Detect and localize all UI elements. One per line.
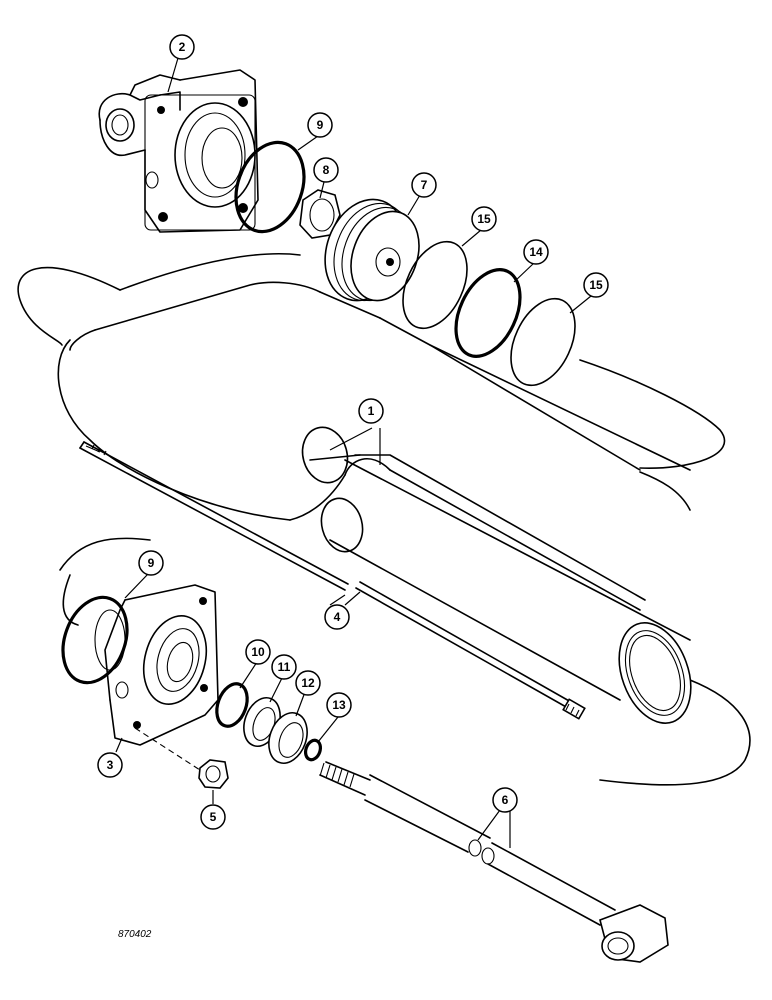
piston-seal-14 bbox=[454, 268, 522, 358]
callout-9-bottom: 9 bbox=[124, 550, 164, 599]
o-ring-9-top bbox=[234, 140, 306, 234]
o-ring-9-bottom bbox=[61, 595, 129, 685]
svg-text:12: 12 bbox=[301, 676, 315, 690]
callout-5: 5 bbox=[200, 790, 226, 830]
svg-text:11: 11 bbox=[278, 660, 291, 674]
piston bbox=[324, 198, 420, 302]
tie-rod-nut bbox=[198, 759, 229, 789]
callout-13: 13 bbox=[317, 692, 352, 743]
o-ring-13 bbox=[303, 738, 323, 762]
o-ring-10 bbox=[215, 682, 249, 728]
svg-text:15: 15 bbox=[589, 278, 603, 292]
svg-text:15: 15 bbox=[477, 212, 491, 226]
callout-7: 7 bbox=[407, 172, 437, 216]
callout-8: 8 bbox=[313, 157, 339, 199]
assembly-envelope-right bbox=[579, 359, 726, 469]
callout-4: 4 bbox=[324, 591, 361, 630]
svg-text:9: 9 bbox=[148, 556, 155, 570]
callout-3: 3 bbox=[97, 737, 123, 778]
svg-text:5: 5 bbox=[210, 810, 217, 824]
svg-text:8: 8 bbox=[323, 163, 330, 177]
backup-ring-15-b bbox=[510, 297, 576, 387]
callout-2: 2 bbox=[167, 34, 195, 93]
svg-text:3: 3 bbox=[107, 758, 114, 772]
svg-text:4: 4 bbox=[334, 610, 341, 624]
svg-text:2: 2 bbox=[179, 40, 186, 54]
callout-12: 12 bbox=[295, 670, 321, 717]
assembly-envelope-lower bbox=[59, 537, 151, 571]
assembly-envelope-top bbox=[119, 252, 301, 291]
svg-text:6: 6 bbox=[502, 793, 509, 807]
callout-14: 14 bbox=[513, 239, 549, 283]
callout-1: 1 bbox=[329, 398, 384, 465]
backup-ring-15-a bbox=[402, 240, 468, 330]
assembly-envelope-bottom bbox=[62, 574, 79, 626]
svg-text:9: 9 bbox=[317, 118, 324, 132]
svg-text:10: 10 bbox=[251, 645, 265, 659]
svg-text:7: 7 bbox=[421, 178, 428, 192]
callout-11: 11 bbox=[269, 654, 297, 703]
base-end-cap bbox=[94, 584, 219, 746]
assembly-envelope-right-lower bbox=[599, 679, 751, 786]
svg-text:14: 14 bbox=[529, 245, 543, 259]
svg-text:1: 1 bbox=[368, 404, 375, 418]
figure-id: 870402 bbox=[118, 929, 152, 940]
assembly-envelope-upper bbox=[17, 266, 121, 346]
tie-rod bbox=[79, 441, 586, 720]
head-cap-clevis bbox=[98, 69, 259, 233]
piston-rod bbox=[319, 761, 669, 963]
callout-6: 6 bbox=[477, 787, 518, 848]
cylinder-barrel bbox=[57, 281, 692, 724]
nut-assembly-line bbox=[134, 727, 201, 771]
callout-9-top: 9 bbox=[297, 112, 333, 151]
callout-15-b: 15 bbox=[569, 272, 609, 314]
svg-text:13: 13 bbox=[332, 698, 346, 712]
callout-10: 10 bbox=[239, 639, 271, 689]
callout-15-a: 15 bbox=[461, 206, 497, 247]
